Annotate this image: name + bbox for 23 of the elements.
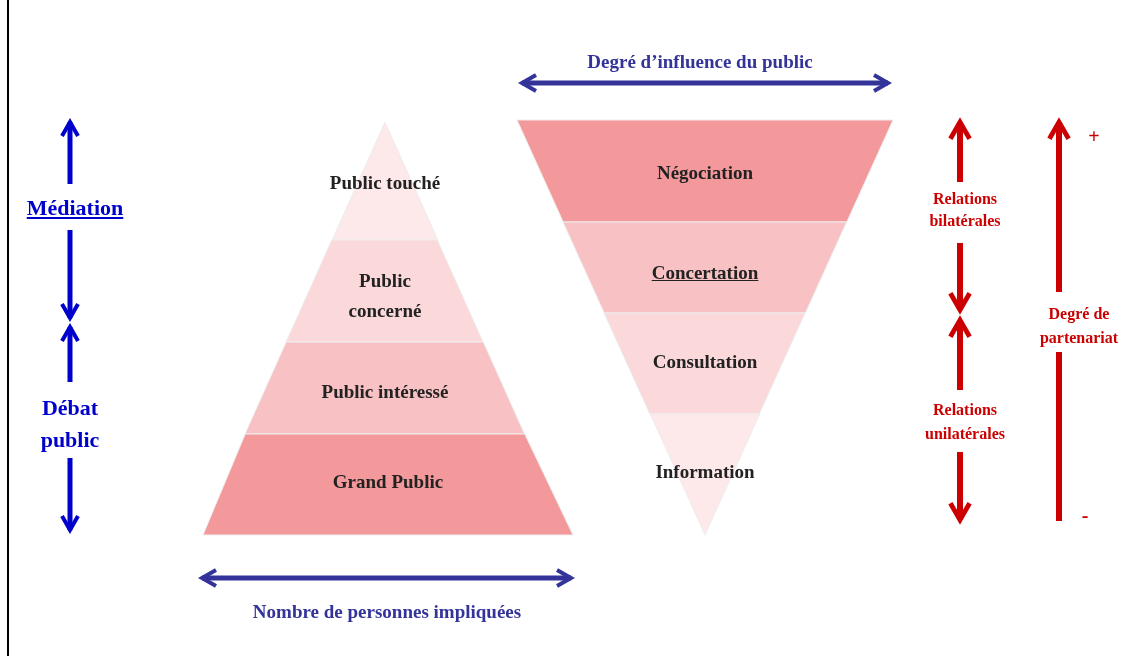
- axis-label: Nombre de personnes impliquées: [251, 600, 523, 624]
- inverted-pyramid-layer: [517, 120, 893, 222]
- pyramid-layer: [245, 342, 525, 434]
- axis-label: Relations unilatérales: [924, 400, 1006, 444]
- layer-label: Grand Public: [331, 470, 445, 494]
- scale-sign: +: [1087, 124, 1101, 149]
- pyramid-layer: [203, 434, 573, 535]
- layer-label: Public intéressé: [320, 380, 450, 404]
- pyramid-layer: [286, 240, 484, 342]
- layer-label: Consultation: [651, 350, 759, 374]
- layer-label: Public touché: [328, 171, 442, 195]
- layer-label: Négociation: [655, 161, 754, 185]
- axis-label: Débat public: [39, 394, 101, 454]
- axis-label: Degré de partenariat: [1038, 304, 1120, 349]
- axis-label: Relations bilatérales: [928, 189, 1002, 231]
- axis-label: Médiation: [25, 195, 125, 221]
- layer-label: Public concerné: [347, 269, 423, 323]
- inverted-pyramid-layer: [604, 313, 806, 414]
- inverted-pyramid-layer: [563, 222, 847, 313]
- layer-label: Concertation: [650, 261, 760, 285]
- layer-label: Information: [654, 460, 756, 484]
- axis-label: Degré d’influence du public: [586, 50, 814, 74]
- scale-sign: -: [1080, 503, 1090, 528]
